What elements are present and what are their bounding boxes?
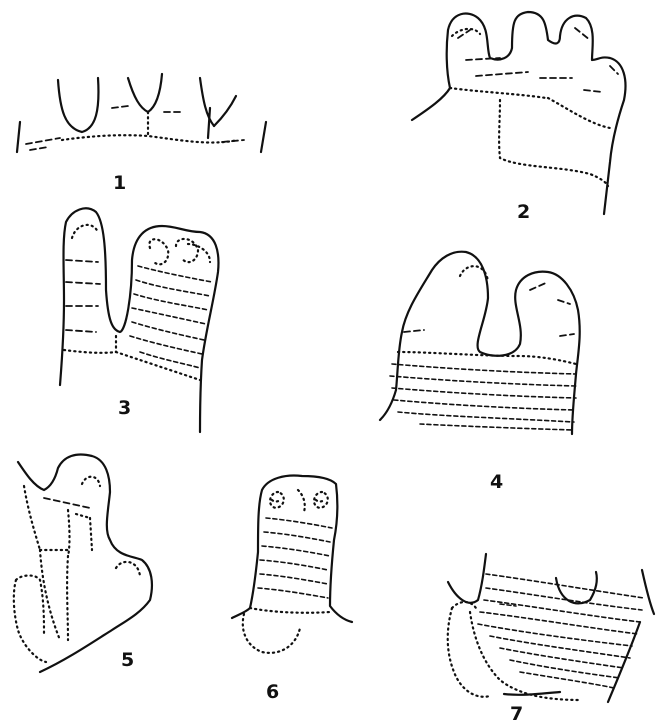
figure-3-label: 3 [118, 397, 131, 419]
figure-5-label: 5 [121, 649, 134, 671]
figure-4-label: 4 [490, 471, 503, 493]
figure-1-drawing [17, 74, 266, 152]
figure-6-label: 6 [266, 681, 279, 703]
figure-3-drawing [60, 208, 218, 432]
figure-6-drawing [232, 476, 352, 653]
figure-2-label: 2 [517, 201, 530, 223]
figure-1-label: 1 [113, 172, 126, 194]
figure-5-drawing [14, 455, 152, 673]
figure-4-drawing [380, 252, 580, 434]
figure-7-drawing [448, 554, 654, 702]
figure-7-label: 7 [510, 703, 523, 725]
figure-2-drawing [412, 12, 625, 214]
